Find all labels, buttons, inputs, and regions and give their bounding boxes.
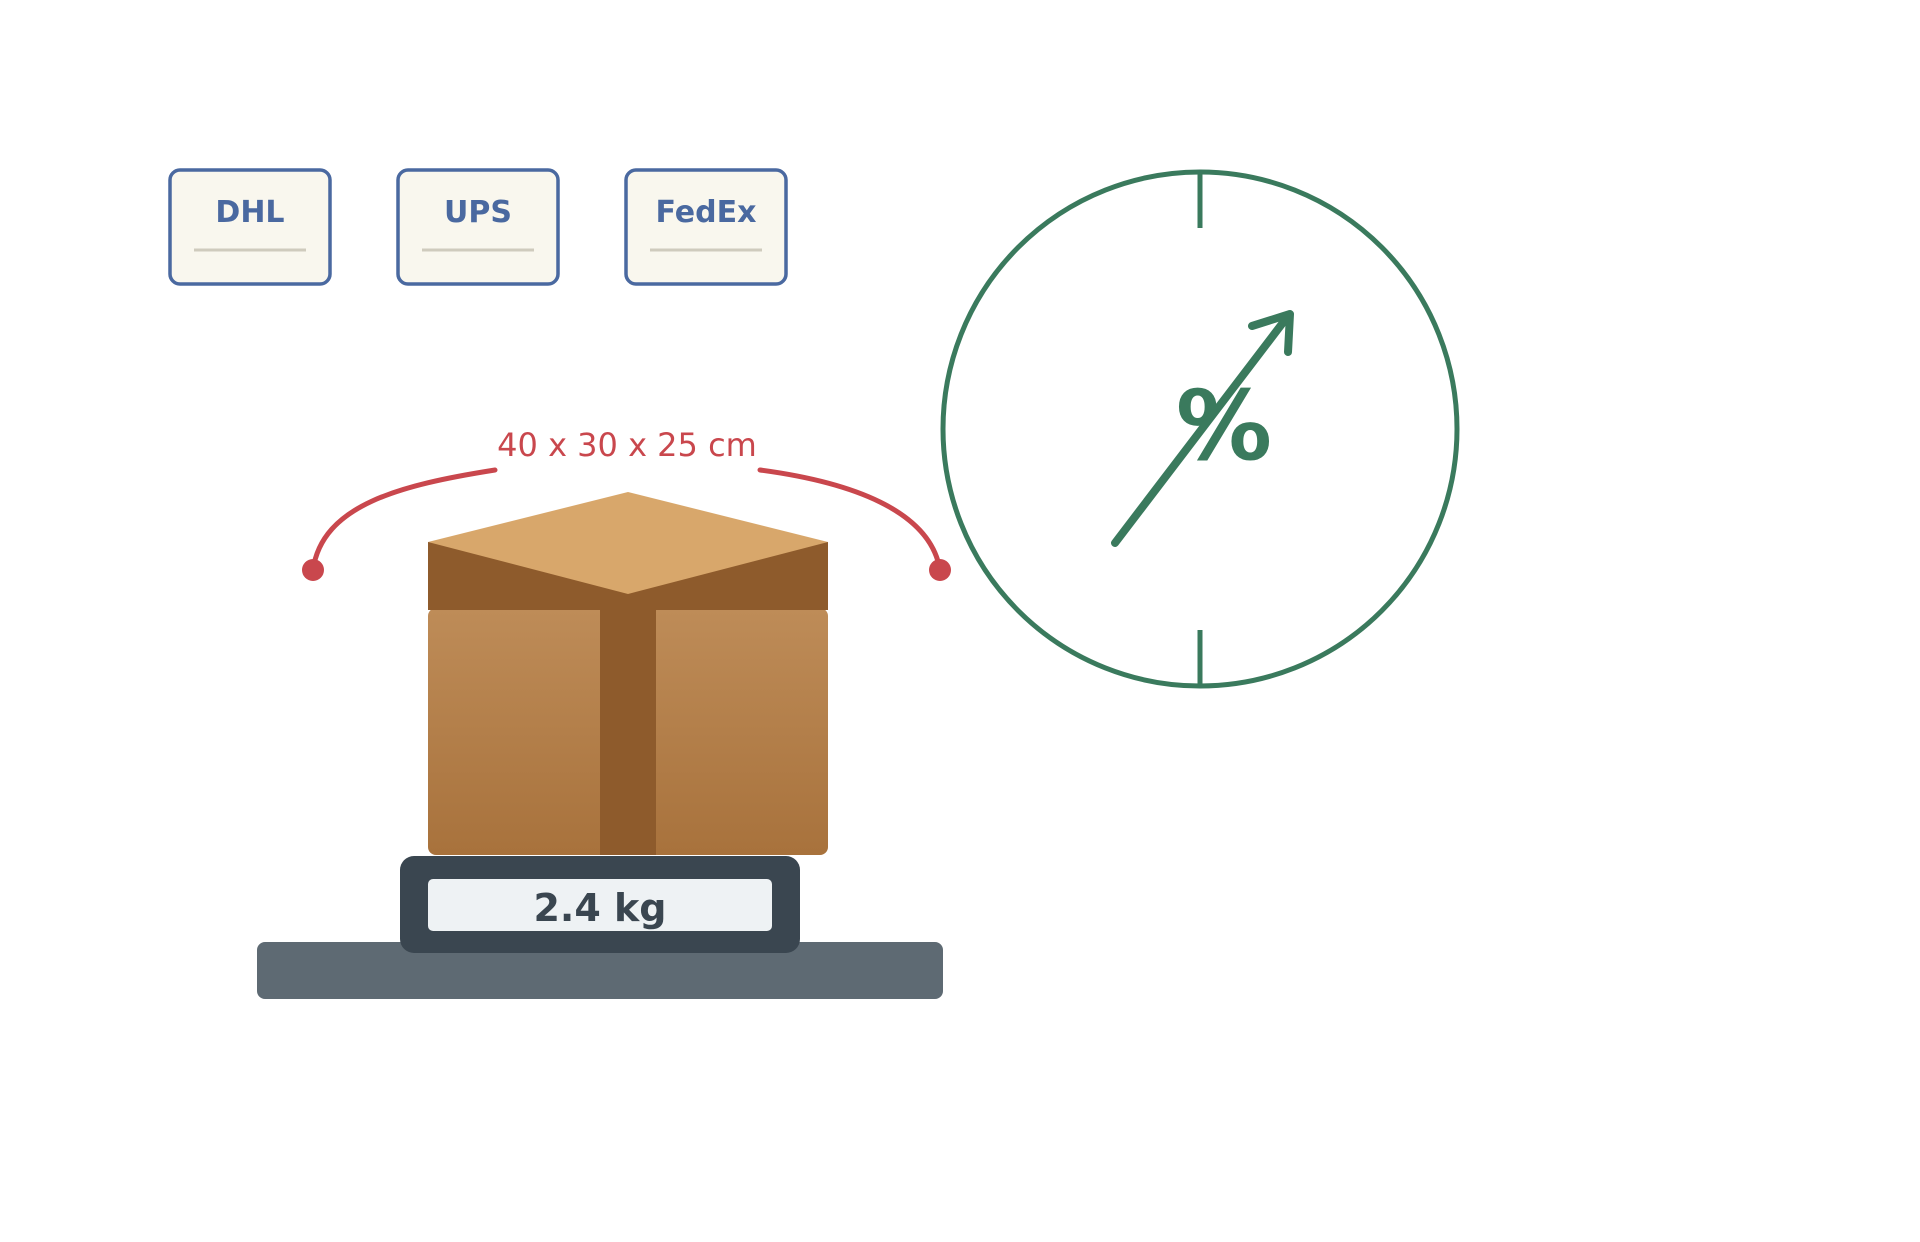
carrier-card-frame bbox=[396, 168, 560, 286]
gauge-percent-symbol: % bbox=[1176, 370, 1272, 482]
trend-arrow-shaft bbox=[1111, 312, 1292, 547]
dimension-indicator: 40 x 30 x 25 cm bbox=[302, 426, 951, 581]
weight-readout: 2.4 kg bbox=[533, 886, 666, 930]
dimension-arc-left bbox=[310, 467, 498, 573]
scale-display bbox=[428, 879, 772, 931]
dimension-endpoint-left bbox=[302, 559, 324, 581]
carrier-card-ups[interactable]: UPS bbox=[396, 168, 560, 286]
percent-trend-gauge-icon: % bbox=[940, 169, 1460, 689]
box-tape-strip bbox=[600, 600, 656, 855]
dimension-label: 40 x 30 x 25 cm bbox=[497, 426, 757, 464]
package-box-icon bbox=[428, 492, 828, 855]
carrier-cards: DHL UPS FedEx bbox=[168, 168, 788, 286]
carrier-card-fedex[interactable]: FedEx bbox=[624, 168, 788, 286]
dimension-endpoint-right bbox=[929, 559, 951, 581]
carrier-label-dhl: DHL bbox=[215, 195, 284, 230]
dimension-arc-right bbox=[757, 467, 943, 573]
carrier-label-ups: UPS bbox=[444, 195, 512, 230]
weighing-scale-icon: 2.4 kg bbox=[257, 856, 943, 999]
carrier-card-dhl[interactable]: DHL bbox=[168, 168, 332, 286]
carrier-card-frame bbox=[168, 168, 332, 286]
trend-up-arrow-icon bbox=[1111, 310, 1294, 547]
trend-arrow-head bbox=[1248, 310, 1294, 356]
carrier-card-frame bbox=[624, 168, 788, 286]
carrier-label-fedex: FedEx bbox=[656, 195, 757, 230]
box-top-face bbox=[428, 492, 828, 594]
scale-base bbox=[257, 942, 943, 999]
